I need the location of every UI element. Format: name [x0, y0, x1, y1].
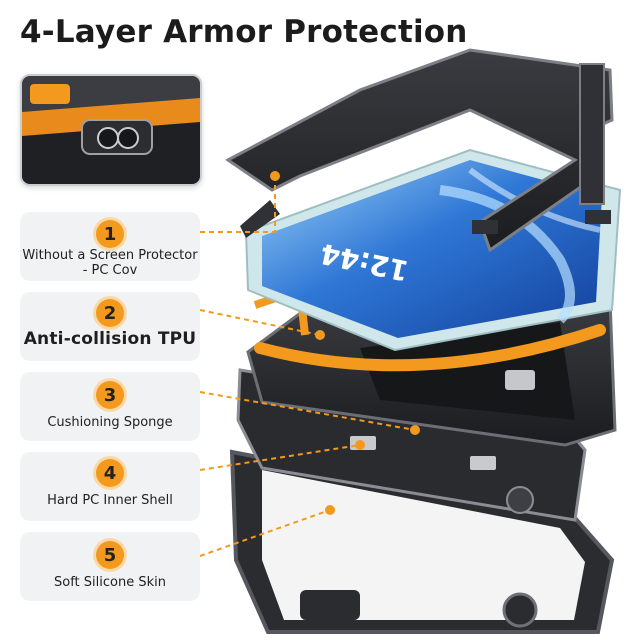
- layer-label: Without a Screen Protector - PC Cov: [22, 248, 198, 278]
- layer-number-badge: 2: [96, 299, 124, 327]
- page-title: 4-Layer Armor Protection: [20, 14, 468, 50]
- leader-lines: [199, 178, 416, 557]
- layer-card-1: 1 Without a Screen Protector - PC Cov: [20, 212, 200, 281]
- layer-number-badge: 3: [96, 381, 124, 409]
- layer-label: Hard PC Inner Shell: [47, 493, 173, 508]
- layer-label: Soft Silicone Skin: [54, 575, 166, 590]
- layer-card-5: 5 Soft Silicone Skin: [20, 532, 200, 601]
- layer-number-badge: 4: [96, 459, 124, 487]
- layer-card-4: 4 Hard PC Inner Shell: [20, 452, 200, 521]
- layer-label: Cushioning Sponge: [47, 415, 173, 430]
- layer-card-2: 2 Anti-collision TPU: [20, 292, 200, 361]
- closeup-inset: [20, 74, 202, 186]
- silicone-skin-layer: [229, 449, 615, 634]
- tpu-layer: [246, 284, 617, 447]
- layer-number-badge: 5: [96, 541, 124, 569]
- pc-frame-layer: [225, 48, 614, 253]
- layer-number-badge: 1: [96, 220, 124, 248]
- layer-card-3: 3 Cushioning Sponge: [20, 372, 200, 441]
- leader-dots: [270, 171, 420, 515]
- layer-label: Anti-collision TPU: [23, 329, 197, 349]
